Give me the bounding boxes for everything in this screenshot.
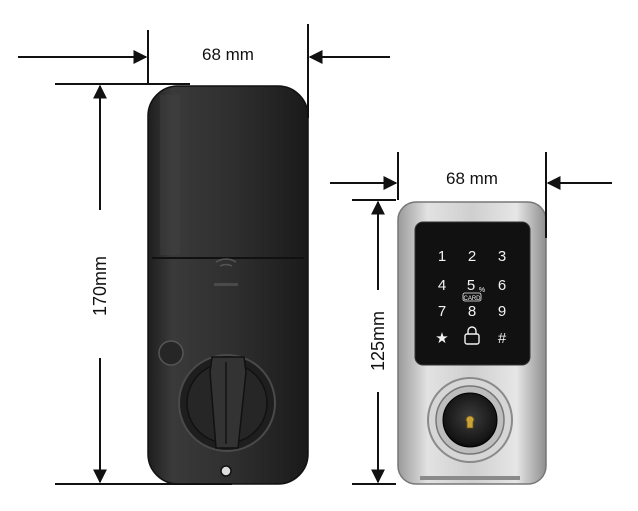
- lock-key-icon: [464, 326, 480, 345]
- key-5-mark: %: [479, 287, 485, 294]
- back-height-label: 170mm: [90, 256, 110, 316]
- front-bottom-slot: [420, 476, 520, 480]
- key-8: 8: [468, 303, 476, 320]
- keypad-keys: 1 2 3 4 5 % 6 CARD 7 8 9 ★ #: [435, 248, 507, 347]
- card-label: CARD: [463, 296, 481, 302]
- front-height-label: 125mm: [368, 311, 388, 371]
- battery-button: [158, 340, 184, 366]
- keypad-panel: [414, 221, 531, 366]
- thumbturn-lever: [209, 356, 247, 449]
- key-5: 5: [467, 277, 475, 294]
- back-upper-highlight: [160, 95, 180, 255]
- key-hash: #: [498, 330, 507, 347]
- key-3: 3: [498, 248, 506, 265]
- key-1: 1: [438, 248, 446, 265]
- key-star: ★: [435, 330, 448, 347]
- front-width-label: 68 mm: [446, 169, 498, 188]
- keyhole-icon: [465, 415, 475, 429]
- front-dimension-lines: [330, 152, 612, 485]
- back-dimension-lines: [18, 24, 390, 485]
- front-unit: 1 2 3 4 5 % 6 CARD 7 8 9 ★ #: [397, 201, 547, 485]
- key-6: 6: [498, 277, 506, 294]
- key-4: 4: [438, 277, 446, 294]
- back-width-label: 68 mm: [202, 45, 254, 64]
- key-9: 9: [498, 303, 506, 320]
- screw-hole: [220, 465, 232, 477]
- key-2: 2: [468, 248, 476, 265]
- key-7: 7: [438, 303, 446, 320]
- card-label-box: [462, 292, 482, 302]
- back-unit: [147, 85, 309, 485]
- wifi-icon: [215, 258, 237, 267]
- back-logo-mark: [214, 283, 238, 286]
